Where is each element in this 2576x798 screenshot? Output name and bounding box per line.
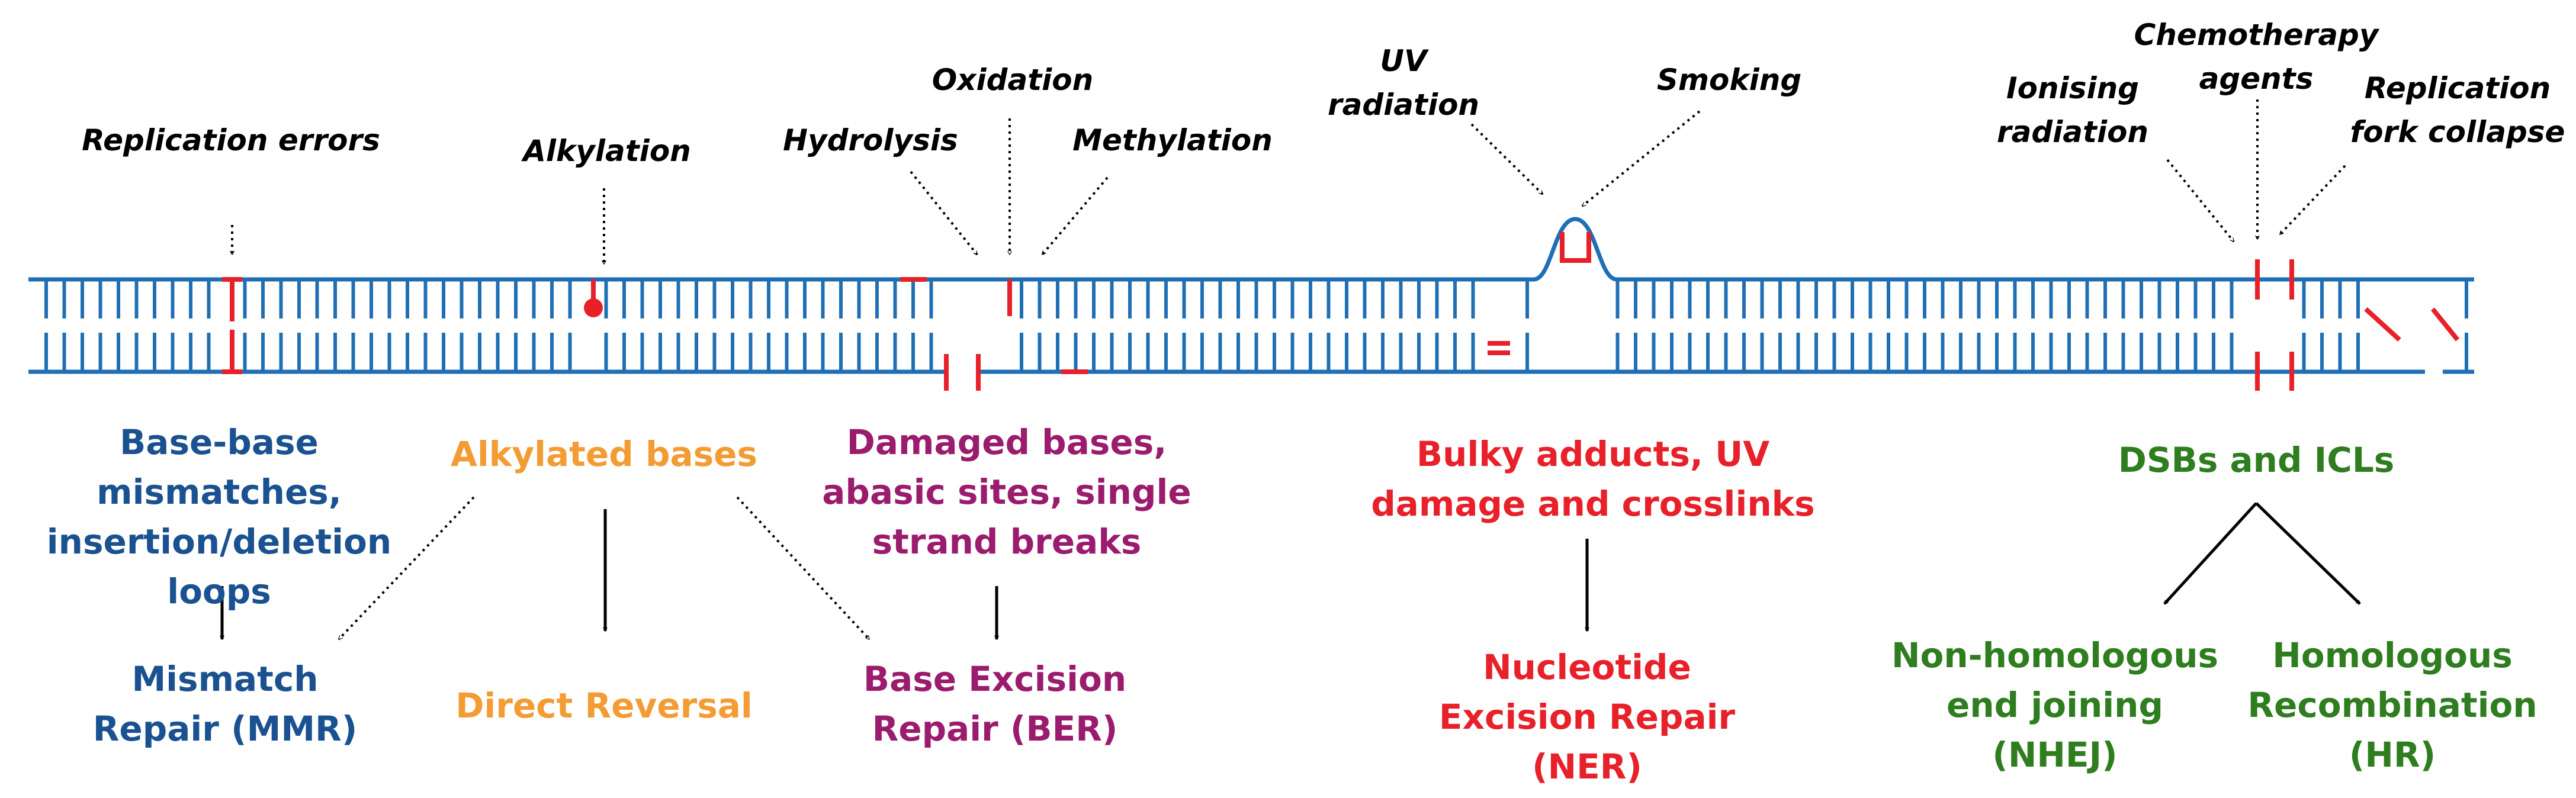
cause-smoking: Smoking xyxy=(1656,63,1802,97)
dna-base-pairs xyxy=(44,279,2468,372)
dna-double-strand xyxy=(28,217,2474,374)
cause-ionising-radiation: Ionising radiation xyxy=(1996,71,2149,149)
repair-direct-reversal: Direct Reversal xyxy=(455,686,753,726)
arrows-layer xyxy=(222,99,2361,639)
arrow-dsb-to-hr xyxy=(2255,502,2361,605)
cause-uv-radiation: UV radiation xyxy=(1327,44,1480,122)
arrow-ionising-radiation xyxy=(2166,159,2235,242)
repair-nhej: Non-homologous end joining (NHEJ) xyxy=(1891,635,2219,775)
arrow-uv-radiation xyxy=(1470,123,1544,195)
uv-lesion xyxy=(1560,232,1591,263)
cause-alkylation: Alkylation xyxy=(523,134,691,168)
arrow-methylation xyxy=(1041,176,1109,255)
damage-damaged-bases: Damaged bases, abasic sites, single stra… xyxy=(822,422,1191,562)
cause-methylation: Methylation xyxy=(1072,123,1273,157)
repair-ner: Nucleotide Excision Repair (NER) xyxy=(1438,647,1736,787)
icl-slash-2 xyxy=(2430,307,2460,342)
alkylation-dot xyxy=(584,298,603,317)
icl-slash-1 xyxy=(2364,307,2401,342)
repair-mmr: Mismatch Repair (MMR) xyxy=(92,659,358,749)
top-strand xyxy=(28,217,2474,282)
arrow-alkylated-to-mmr xyxy=(338,496,475,639)
dna-damage-marks xyxy=(222,232,2460,391)
repair-hr: Homologous Recombination (HR) xyxy=(2247,635,2538,775)
cause-oxidation: Oxidation xyxy=(932,63,1094,97)
cause-chemotherapy-agents: Chemotherapy agents xyxy=(2134,18,2379,96)
cause-replication-errors: Replication errors xyxy=(82,123,380,157)
damage-mismatches: Base-base mismatches, insertion/deletion… xyxy=(46,422,392,612)
arrow-smoking xyxy=(1582,110,1701,207)
repair-ber: Base Excision Repair (BER) xyxy=(863,659,1127,749)
arrow-dsb-to-nhej xyxy=(2163,502,2257,605)
damage-dsbs-icls: DSBs and ICLs xyxy=(2118,440,2395,480)
arrow-hydrolysis xyxy=(910,170,978,255)
damage-alkylated-bases: Alkylated bases xyxy=(451,434,757,474)
arrow-fork-collapse xyxy=(2279,165,2346,234)
cause-hydrolysis: Hydrolysis xyxy=(783,123,958,157)
damage-bulky-adducts: Bulky adducts, UV damage and crosslinks xyxy=(1371,434,1815,524)
cause-replication-fork-collapse: Replication fork collapse xyxy=(2350,71,2565,149)
